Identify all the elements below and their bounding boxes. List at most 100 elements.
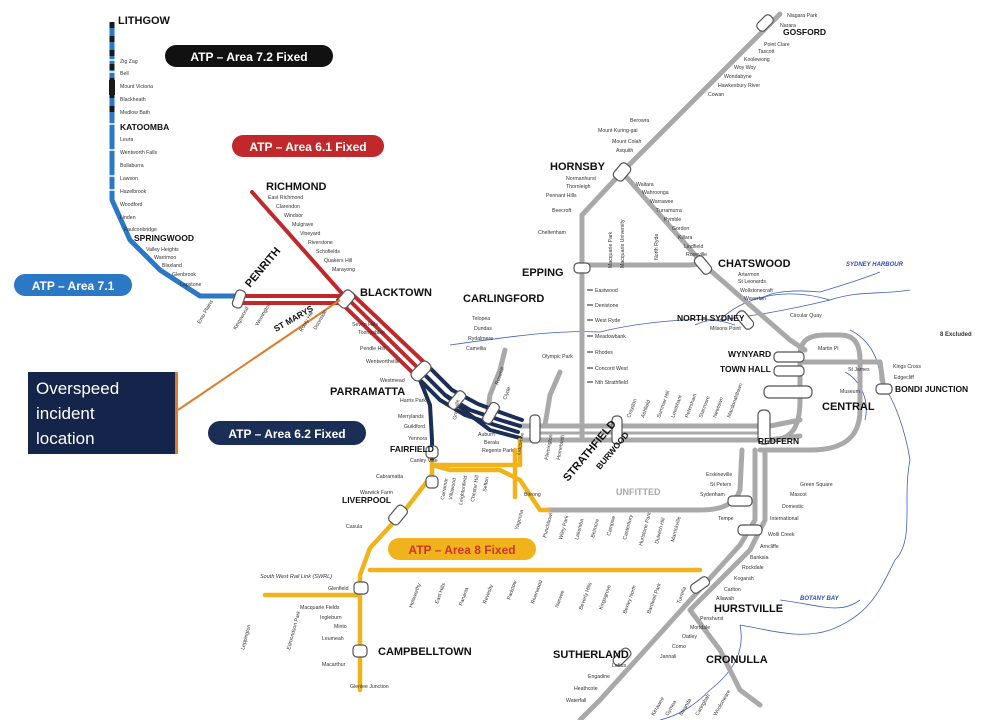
callout-line-1: Overspeed	[36, 379, 120, 398]
svg-text:Kingsgrove: Kingsgrove	[598, 584, 613, 611]
svg-text:Edmondson Park: Edmondson Park	[286, 610, 302, 650]
svg-text:North Ryde: North Ryde	[654, 234, 660, 260]
unfitted-label: UNFITTED	[616, 487, 661, 497]
node-wynyard	[773, 351, 805, 363]
svg-text:Berala: Berala	[484, 440, 499, 446]
svg-text:Gordon: Gordon	[672, 226, 689, 232]
svg-text:International: International	[770, 516, 799, 522]
svg-text:Toongabbie: Toongabbie	[358, 330, 385, 336]
svg-text:Narwee: Narwee	[554, 590, 566, 609]
svg-text:Miranda: Miranda	[679, 698, 694, 717]
svg-text:Medlow Bath: Medlow Bath	[120, 110, 150, 116]
station-labels-illawarra: Erskineville St Peters Sydenham Tempe Gr…	[566, 472, 833, 717]
label-epping: EPPING	[522, 267, 564, 279]
svg-text:Rydalmere: Rydalmere	[468, 336, 493, 342]
svg-text:Glenbrook: Glenbrook	[172, 272, 196, 278]
svg-text:Doonside: Doonside	[313, 309, 329, 331]
svg-text:Pymble: Pymble	[664, 217, 681, 223]
node-redfern	[757, 409, 771, 445]
svg-text:Hazelbrook: Hazelbrook	[120, 189, 147, 195]
svg-text:Allawah: Allawah	[716, 596, 734, 602]
svg-text:Como: Como	[672, 644, 686, 650]
excluded-label: 8 Excluded	[940, 332, 972, 338]
svg-text:Macarthur: Macarthur	[322, 662, 346, 668]
svg-text:Martin Pl: Martin Pl	[818, 346, 838, 352]
node-gosford	[756, 14, 774, 32]
label-carlingford: CARLINGFORD	[463, 293, 544, 305]
svg-text:Eastwood: Eastwood	[595, 288, 618, 294]
node-parramatta	[410, 360, 432, 382]
label-north-sydney: NORTH SYDNEY	[677, 313, 745, 323]
svg-text:Koolewong: Koolewong	[744, 57, 770, 63]
svg-text:Wollstonecraft: Wollstonecraft	[740, 288, 773, 294]
svg-text:Rhodes: Rhodes	[595, 350, 613, 356]
svg-text:Mortdale: Mortdale	[690, 625, 710, 631]
svg-text:Bexley North: Bexley North	[622, 585, 638, 615]
svg-text:Lewisham: Lewisham	[670, 395, 684, 419]
svg-text:Dulwich Hill: Dulwich Hill	[654, 517, 667, 544]
station-ticks	[109, 59, 115, 191]
svg-text:ATP – Area 7.1: ATP – Area 7.1	[32, 279, 115, 293]
node-clyde	[482, 401, 500, 425]
label-hurstville: HURSTVILLE	[714, 603, 783, 615]
node-liverpool	[388, 504, 408, 526]
svg-text:ATP – Area 6.2 Fixed: ATP – Area 6.2 Fixed	[228, 427, 345, 441]
node-strathfield	[611, 415, 623, 445]
svg-text:St Leonards: St Leonards	[738, 279, 766, 285]
svg-text:Niagara Park: Niagara Park	[787, 13, 818, 19]
svg-text:Kogarah: Kogarah	[734, 576, 754, 582]
svg-text:Wolli Creek: Wolli Creek	[768, 532, 795, 538]
svg-text:Mount Kuring-gai: Mount Kuring-gai	[598, 128, 638, 134]
svg-text:Summer Hill: Summer Hill	[656, 390, 671, 419]
svg-text:Woolooware: Woolooware	[713, 689, 733, 717]
area-7-1-line	[109, 107, 243, 299]
callout-line-2: incident	[36, 404, 95, 423]
svg-text:Cheltenham: Cheltenham	[538, 230, 566, 236]
svg-text:Auburn: Auburn	[478, 432, 495, 438]
svg-text:Wiley Park: Wiley Park	[558, 515, 570, 541]
svg-text:Punchbowl: Punchbowl	[542, 512, 554, 538]
svg-text:Wentworthville: Wentworthville	[366, 359, 400, 365]
svg-text:Padstow: Padstow	[506, 580, 519, 601]
station-labels-airport: Glenfield Macquarie Fields Ingleburn Min…	[240, 586, 389, 690]
line-epping-chatswood	[579, 261, 706, 273]
svg-text:East Richmond: East Richmond	[268, 195, 303, 201]
svg-text:Erskineville: Erskineville	[706, 472, 732, 478]
svg-text:Killara: Killara	[678, 235, 693, 241]
station-ticks-dark	[587, 289, 593, 383]
node-town-hall	[773, 365, 805, 377]
svg-text:Croydon: Croydon	[626, 398, 638, 419]
label-cronulla: CRONULLA	[706, 654, 768, 666]
svg-text:Museum: Museum	[840, 389, 860, 395]
svg-text:Waterfall: Waterfall	[566, 698, 586, 704]
node-blacktown	[336, 289, 356, 309]
svg-text:Engadine: Engadine	[588, 674, 610, 680]
svg-text:Zig Zag: Zig Zag	[120, 59, 138, 65]
node-north-sydney	[735, 310, 755, 330]
svg-text:Seven Hills: Seven Hills	[352, 322, 378, 328]
svg-text:Glenlee Junction: Glenlee Junction	[350, 684, 389, 690]
line-hornsby-epping	[579, 169, 625, 443]
label-town-hall: TOWN HALL	[720, 364, 771, 374]
line-central-coast	[619, 11, 783, 175]
svg-text:Pendle Hill: Pendle Hill	[360, 346, 385, 352]
svg-text:Harris Park: Harris Park	[400, 398, 426, 404]
line-carlingford	[485, 347, 508, 413]
svg-text:St Peters: St Peters	[710, 482, 732, 488]
svg-text:Leura: Leura	[120, 137, 133, 143]
label-chatswood: CHATSWOOD	[718, 258, 791, 270]
label-lithgow: LITHGOW	[118, 15, 171, 27]
node-chatswood	[693, 255, 713, 275]
svg-text:Roseville: Roseville	[686, 252, 707, 258]
node-hurstville	[689, 576, 711, 594]
svg-text:Hawkesbury River: Hawkesbury River	[718, 83, 760, 89]
svg-text:St James: St James	[848, 367, 870, 373]
svg-text:Thornleigh: Thornleigh	[566, 184, 591, 190]
svg-text:Carramar: Carramar	[440, 477, 450, 500]
svg-text:Quakers Hill: Quakers Hill	[324, 258, 352, 264]
station-labels-cumberland: Merrylands Guildford Yennora Canley Vale…	[346, 414, 438, 530]
svg-text:Narara: Narara	[780, 23, 796, 29]
station-labels-richmond: East Richmond Clarendon Windsor Mulgrave…	[268, 195, 355, 273]
svg-text:Bullaburra: Bullaburra	[120, 163, 144, 169]
